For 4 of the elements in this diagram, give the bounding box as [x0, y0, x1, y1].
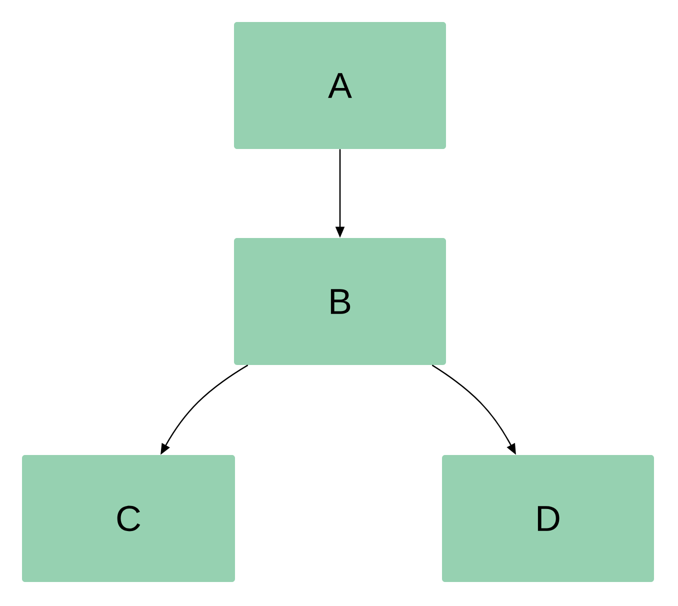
process-box: B — [234, 238, 446, 365]
process-box: A — [234, 22, 446, 149]
process-box: C — [22, 455, 235, 582]
process-box: D — [442, 455, 654, 582]
